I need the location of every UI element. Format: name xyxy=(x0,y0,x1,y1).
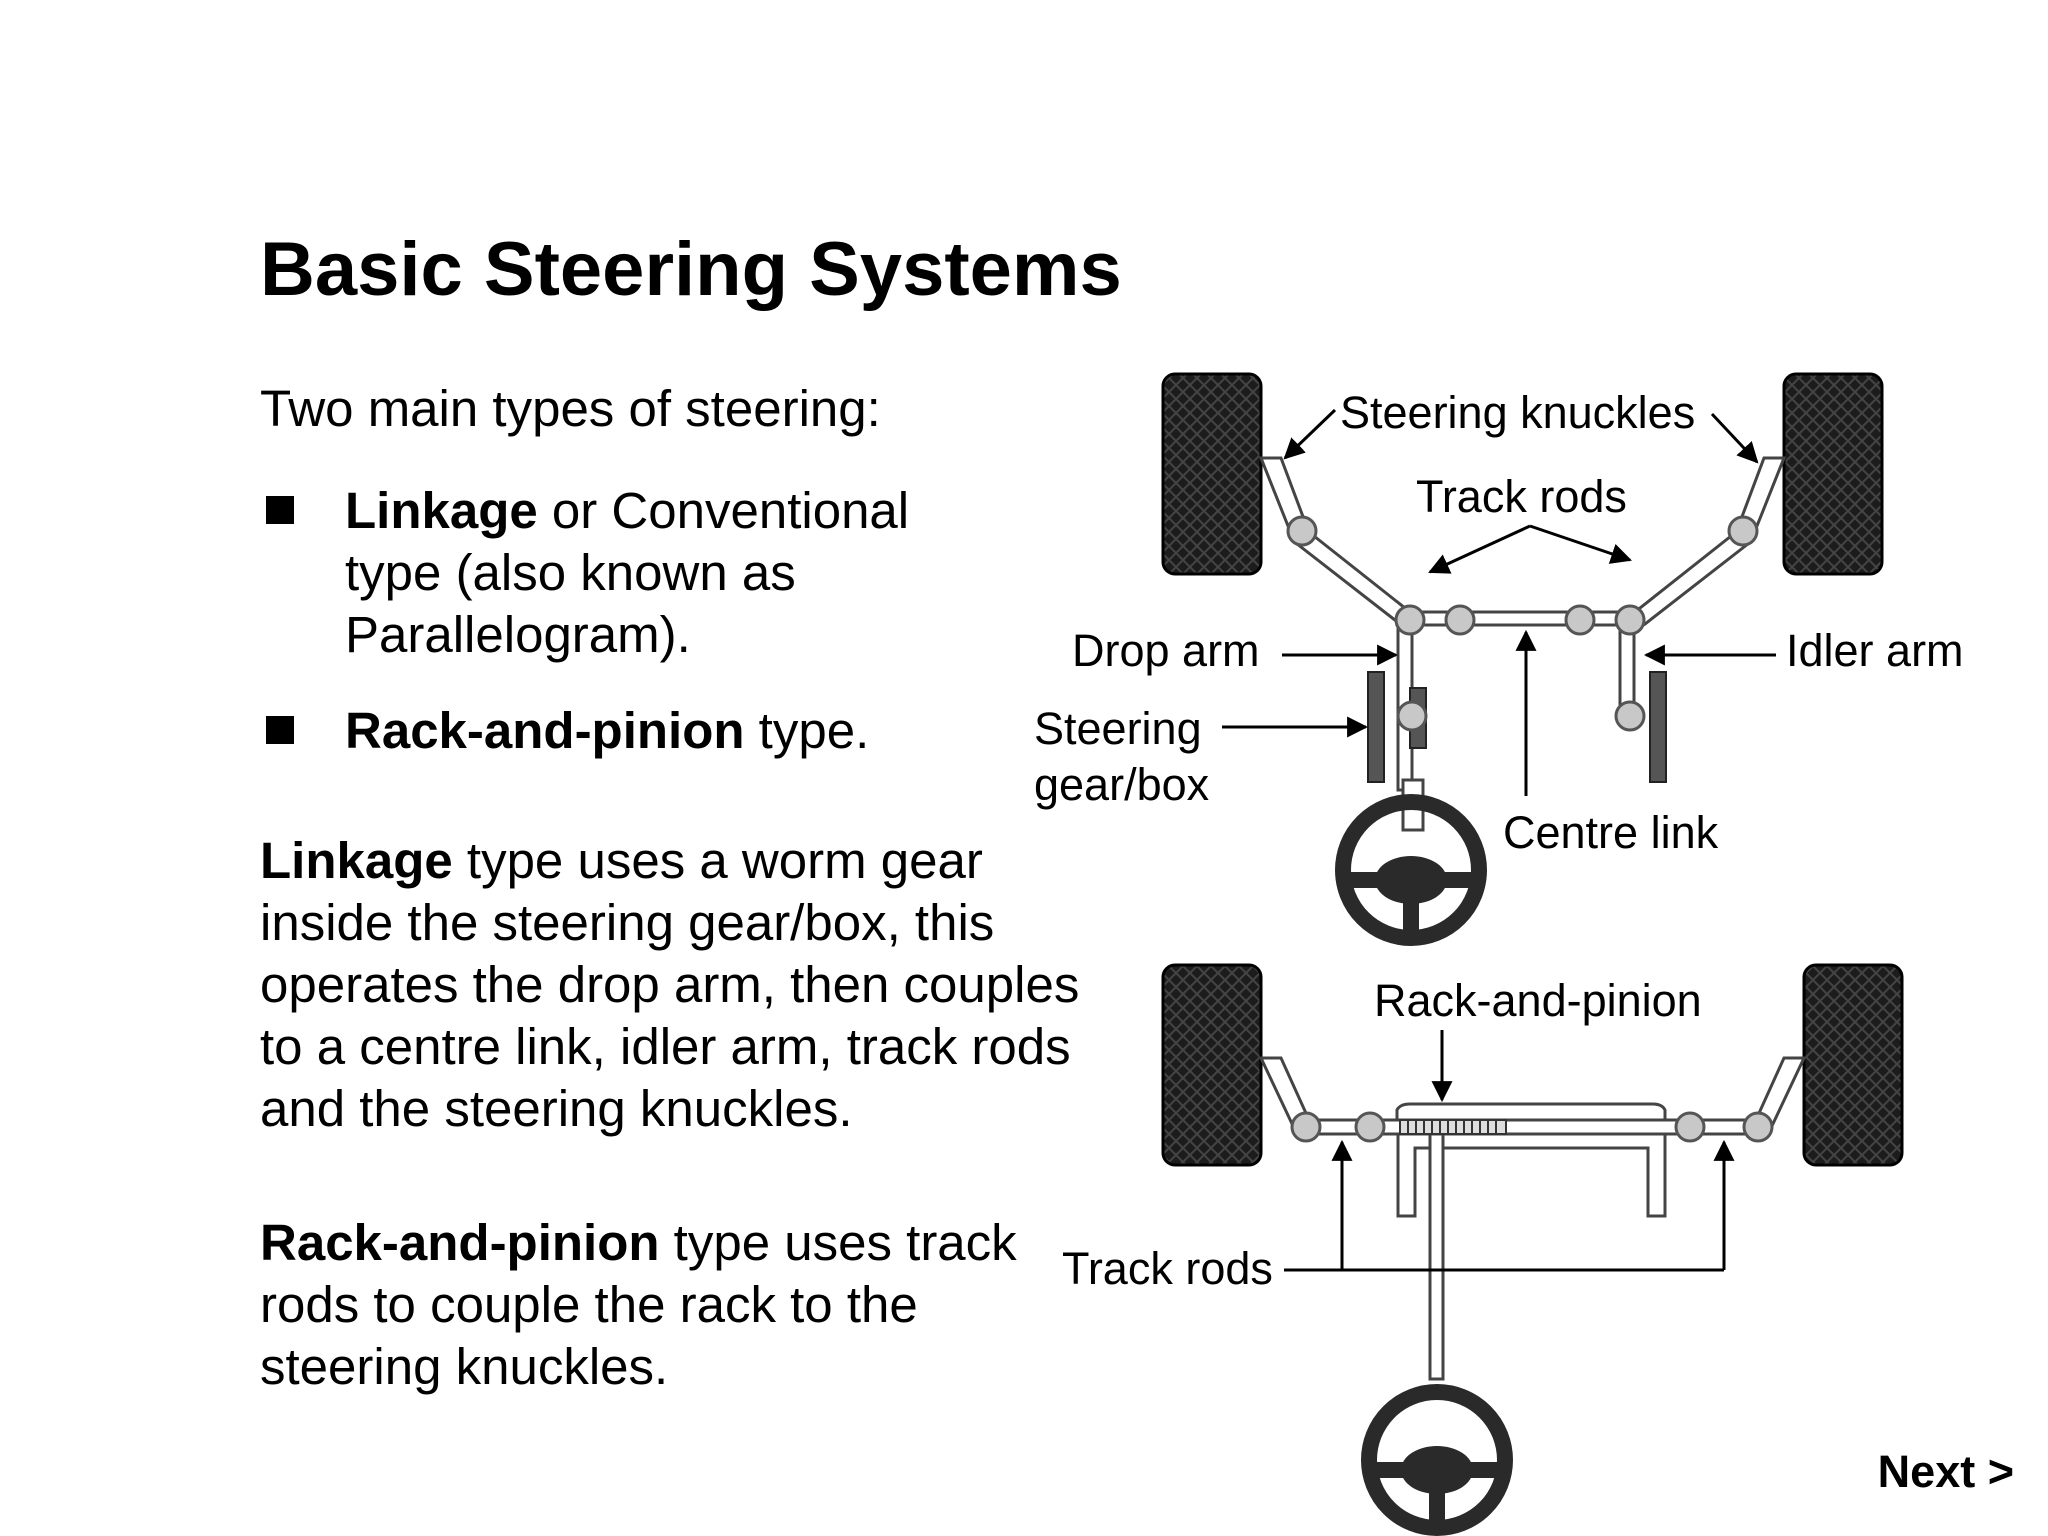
bullet-square-icon xyxy=(266,496,294,524)
label-track-rods-top: Track rods xyxy=(1416,471,1627,522)
label-rack-and-pinion: Rack-and-pinion xyxy=(1374,975,1702,1026)
bullet-linkage: Linkage or Conventional type (also known… xyxy=(260,480,1000,666)
front-left-wheel-icon-2 xyxy=(1161,963,1263,1167)
front-right-wheel-icon-2 xyxy=(1802,963,1904,1167)
front-right-wheel-icon xyxy=(1782,372,1884,576)
steering-wheel-icon xyxy=(1335,794,1487,946)
centre-link xyxy=(1406,610,1632,627)
rack-and-pinion-diagram: Rack-and-pinion Track rods xyxy=(1062,963,1904,1536)
label-steering-knuckles: Steering knuckles xyxy=(1340,387,1695,438)
ball-joints xyxy=(1286,515,1759,732)
bullet-bold: Linkage xyxy=(345,482,538,539)
label-drop-arm: Drop arm xyxy=(1072,625,1260,676)
steering-column xyxy=(1428,1132,1445,1381)
front-left-wheel-icon xyxy=(1161,372,1263,576)
paragraph-rack-and-pinion: Rack-and-pinion type uses track rods to … xyxy=(260,1214,1017,1395)
steering-wheel-icon-2 xyxy=(1361,1384,1513,1536)
next-button[interactable]: Next > xyxy=(1877,1446,2014,1497)
ball-joints-bottom xyxy=(1290,1111,1774,1143)
label-steering-gearbox-line1: Steering xyxy=(1034,703,1202,754)
rack-teeth xyxy=(1399,1119,1507,1135)
label-idler-arm: Idler arm xyxy=(1786,625,1964,676)
linkage-diagram: Steering knuckles Track rods Drop arm Id… xyxy=(1034,372,1964,946)
label-track-rods-bottom: Track rods xyxy=(1062,1243,1273,1294)
label-centre-link: Centre link xyxy=(1503,807,1719,858)
bullet-bold: Rack-and-pinion xyxy=(345,702,745,759)
label-steering-gearbox-line2: gear/box xyxy=(1034,759,1210,810)
paragraph-linkage: Linkage type uses a worm gear inside the… xyxy=(260,832,1080,1137)
rack-housing xyxy=(1395,1102,1667,1122)
bullet-rack-and-pinion: Rack-and-pinion type. xyxy=(260,700,1000,762)
steering-gearbox-icon xyxy=(1367,671,1385,783)
bullet-square-icon xyxy=(266,716,294,744)
page-title: Basic Steering Systems xyxy=(260,227,1122,312)
intro-text: Two main types of steering: xyxy=(260,380,881,437)
